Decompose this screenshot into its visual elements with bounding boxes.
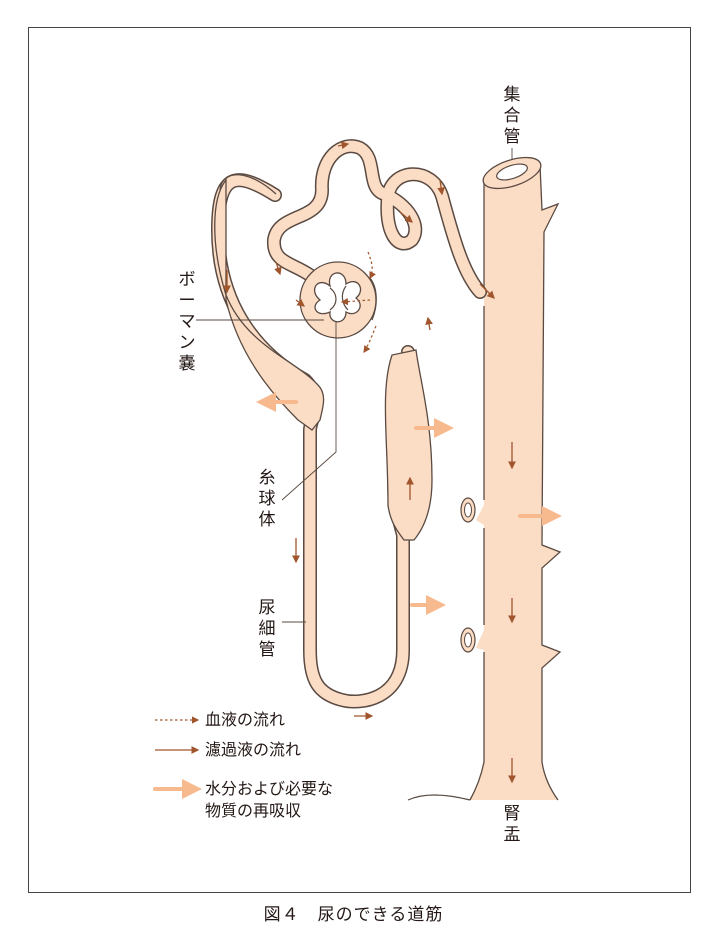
legend-blood-flow: 血液の流れ: [205, 710, 286, 729]
leader-lines: [196, 148, 513, 623]
label-renal-pelvis: 腎 盂: [503, 804, 521, 845]
legend-reabsorption: 水分および必要な 物質の再吸収: [205, 779, 334, 820]
label-renal-tubule: 尿 細 管: [258, 598, 276, 660]
legend-glyphs: [153, 716, 202, 799]
reabsorption-arrows: [256, 392, 562, 615]
legend-filtrate-flow: 濾過液の流れ: [205, 740, 302, 759]
label-collecting-duct: 集 合 管: [503, 85, 521, 147]
label-glomerulus: 糸 球 体: [258, 468, 276, 530]
figure-caption: 図４ 尿のできる道筋: [263, 905, 444, 925]
filtrate-flow-arrows: [223, 141, 516, 784]
blood-flow-arrows: [340, 251, 377, 353]
label-bowman-capsule: ボ ー マ ン 嚢: [178, 270, 196, 374]
figure-frame: [28, 27, 691, 893]
collecting-duct: [407, 156, 562, 801]
bowman-capsule-glomerulus: [299, 261, 377, 339]
renal-tubule: [211, 139, 487, 709]
